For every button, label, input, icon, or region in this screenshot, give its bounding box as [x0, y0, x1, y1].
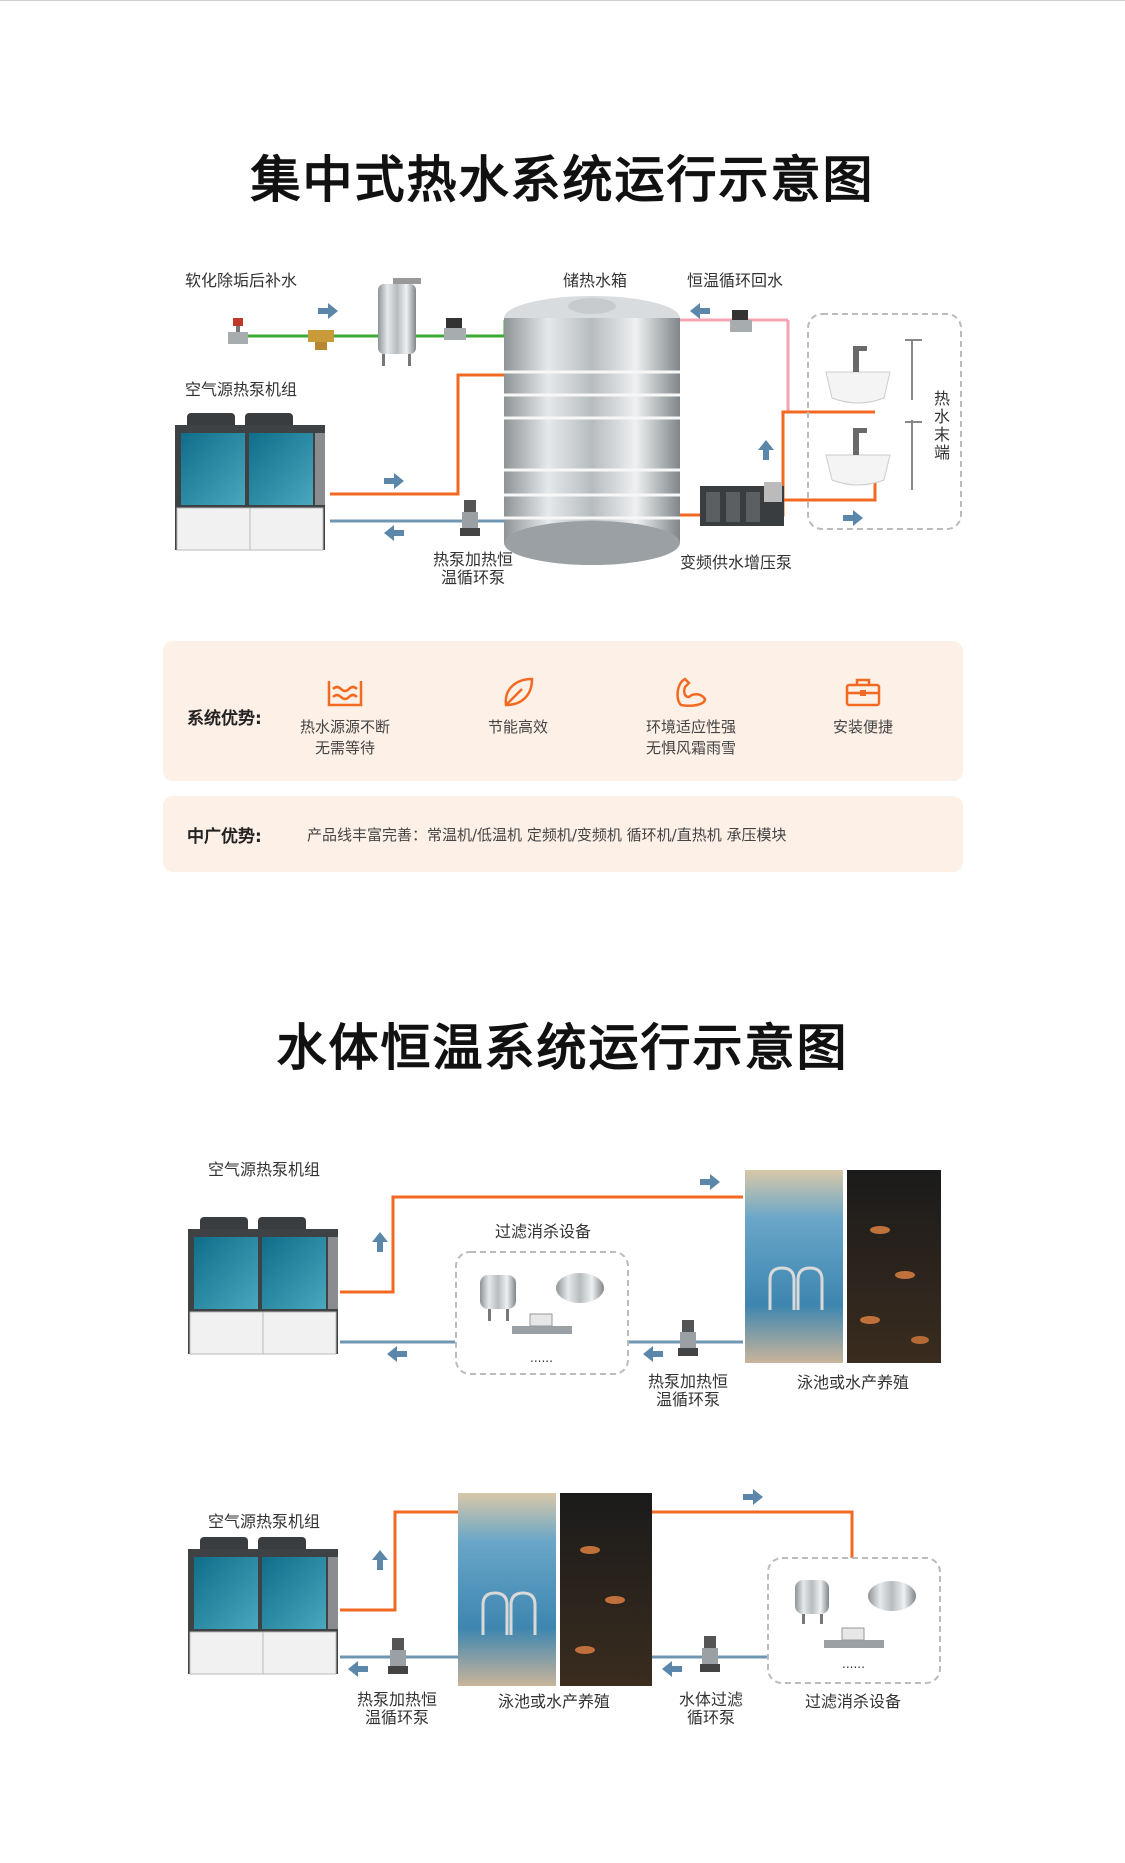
filter-tank-icon	[795, 1580, 829, 1624]
circulation-pump-icon	[678, 1320, 698, 1356]
return-water-label: 恒温循环回水	[687, 271, 784, 290]
sink-icon	[825, 346, 891, 404]
water-wave-icon	[327, 681, 363, 707]
solenoid-valve-icon	[444, 318, 466, 340]
circulation-pump-label: 热泵加热恒 温循环泵	[356, 1690, 437, 1727]
advantage-item: 热水源源不断 无需等待	[255, 675, 435, 759]
section-title-central-hot-water: 集中式热水系统运行示意图	[250, 151, 875, 209]
strong-arm-icon	[676, 677, 707, 707]
filter-equipment-box	[455, 1251, 629, 1375]
leaf-icon	[504, 677, 534, 707]
pool-label: 泳池或水产养殖	[797, 1373, 910, 1392]
swimming-pool-image	[458, 1493, 556, 1686]
swimming-pool-image	[745, 1170, 843, 1363]
circulation-pump-icon	[388, 1638, 408, 1674]
filter-equipment-label: 过滤消杀设备	[805, 1692, 902, 1711]
gate-valve-icon	[228, 318, 248, 344]
storage-tank-icon	[504, 296, 680, 565]
sink-icon	[825, 428, 891, 486]
hot-water-terminal-box	[807, 313, 962, 530]
toolbox-icon	[845, 678, 881, 707]
heat-pump-unit-icon	[187, 1536, 339, 1675]
booster-pump-label: 变频供水增压泵	[680, 553, 793, 572]
storage-tank-label: 储热水箱	[563, 271, 628, 290]
heat-pump-unit-label: 空气源热泵机组	[208, 1512, 321, 1531]
circulation-pump-label: 热泵加热恒 温循环泵	[647, 1372, 728, 1409]
section-title-constant-temp-water: 水体恒温系统运行示意图	[276, 1019, 849, 1077]
sterilizer-tank-icon	[868, 1581, 916, 1611]
filter-ellipsis: ......	[842, 1657, 865, 1671]
return-valve-icon	[730, 310, 752, 332]
filter-equipment-label: 过滤消杀设备	[495, 1222, 592, 1241]
fish-farming-image	[560, 1493, 652, 1686]
filter-equipment-box	[767, 1557, 941, 1684]
advantage-item: 节能高效	[428, 675, 608, 738]
booster-pump-icon	[700, 482, 784, 526]
shower-icon	[905, 339, 922, 490]
advantage-item: 安装便捷	[773, 675, 953, 738]
filter-ellipsis: ......	[530, 1351, 553, 1365]
filter-circulation-pump-icon	[700, 1636, 720, 1672]
circulation-pump-label: 热泵加热恒 温循环泵	[432, 550, 513, 587]
makeup-water-label: 软化除垢后补水	[185, 271, 298, 290]
advantage-item: 环境适应性强 无惧风霜雨雪	[601, 675, 781, 759]
system-advantages-panel: 系统优势: 热水源源不断 无需等待 节能高效 环境适应性强 无惧风霜雨雪 安装	[163, 641, 963, 781]
hot-water-terminal-label: 热 水 末 端	[933, 389, 950, 462]
uv-sterilizer-icon	[512, 1313, 572, 1334]
fish-farming-image	[847, 1170, 941, 1363]
pool-label: 泳池或水产养殖	[498, 1692, 611, 1711]
strainer-valve-icon	[308, 330, 334, 350]
zhongguang-advantages-panel: 中广优势: 产品线丰富完善：常温机/低温机 定频机/变频机 循环机/直热机 承压…	[163, 796, 963, 872]
top-divider	[0, 0, 1125, 1]
filter-circulation-pump-label: 水体过滤 循环泵	[678, 1690, 743, 1727]
heat-pump-unit-label: 空气源热泵机组	[208, 1160, 321, 1179]
system-advantages-heading: 系统优势:	[187, 709, 262, 729]
product-line-text: 产品线丰富完善：常温机/低温机 定频机/变频机 循环机/直热机 承压模块	[307, 826, 787, 844]
heat-pump-unit-label: 空气源热泵机组	[185, 380, 298, 399]
filter-tank-icon	[378, 278, 421, 366]
zhongguang-advantages-heading: 中广优势:	[187, 827, 262, 847]
filter-tank-icon	[480, 1275, 516, 1321]
uv-sterilizer-icon	[824, 1627, 884, 1648]
sterilizer-tank-icon	[556, 1273, 604, 1303]
heat-pump-unit-icon	[187, 1216, 339, 1355]
